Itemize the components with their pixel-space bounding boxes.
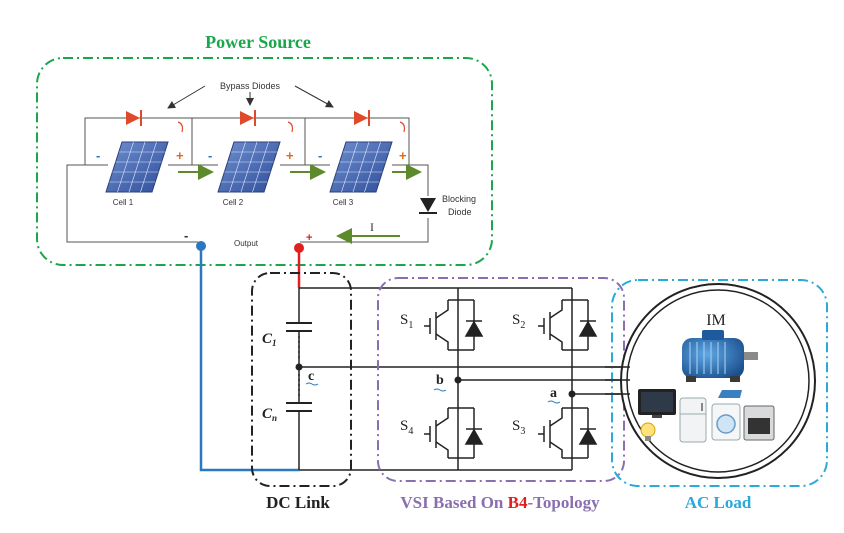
- pv-panel-2: [217, 141, 281, 193]
- cell-1-label: Cell 1: [113, 198, 134, 207]
- bypass-diodes-label: Bypass Diodes: [220, 81, 281, 91]
- capacitor-c1-label: C1: [262, 331, 277, 348]
- cell3-minus: -: [318, 148, 322, 163]
- cell-3-label: Cell 3: [333, 198, 354, 207]
- capacitor-cn: [286, 402, 312, 412]
- ac-load-box: [611, 279, 828, 487]
- cell3-plus: +: [399, 148, 407, 163]
- bypass-diode-1: [126, 110, 184, 133]
- blocking-diode-label-1: Blocking: [442, 194, 476, 204]
- washing-machine-icon: [711, 403, 741, 441]
- tv-icon: [638, 389, 676, 418]
- negative-dc-wire: [199, 246, 300, 472]
- output-plus-sign: +: [306, 232, 312, 244]
- node-b-dot: [454, 376, 462, 384]
- ac-load-title: AC Load: [685, 493, 752, 512]
- cell2-minus: -: [208, 148, 212, 163]
- output-label: Output: [234, 239, 259, 248]
- switch-s4-label: S4: [400, 418, 413, 437]
- motor-label: IM: [706, 312, 726, 329]
- iron-icon: [718, 390, 742, 398]
- switch-s1: [424, 299, 484, 351]
- oven-icon: [743, 405, 775, 441]
- cell2-plus: +: [286, 148, 294, 163]
- node-a-dot: [568, 390, 576, 398]
- node-c-label: c: [308, 369, 314, 384]
- switch-s3-label: S3: [512, 418, 525, 437]
- pv-panel-1: [105, 141, 169, 193]
- node-a-label: a: [550, 386, 557, 401]
- power-source-title: Power Source: [205, 32, 311, 52]
- cell1-plus: +: [176, 148, 184, 163]
- switch-s2-label: S2: [512, 312, 525, 331]
- switch-s2: [538, 299, 598, 351]
- vsi-title: VSI Based On B4-Topology: [400, 493, 600, 512]
- power-source-box: [36, 57, 493, 266]
- cell1-minus: -: [96, 148, 100, 163]
- switch-s1-label: S1: [400, 312, 413, 331]
- capacitor-c1: [286, 322, 312, 332]
- switch-s4: [424, 407, 484, 459]
- pv-panel-3: [329, 141, 393, 193]
- blocking-diode-label-2: Diode: [448, 207, 472, 217]
- dc-bus-wiring: [298, 287, 622, 471]
- bypass-diode-2: [240, 110, 294, 133]
- switch-s3: [538, 407, 598, 459]
- current-label: I: [370, 220, 374, 234]
- positive-terminal: [294, 243, 304, 253]
- dc-link-box: [251, 272, 352, 487]
- node-b-label: b: [436, 373, 444, 388]
- node-c-dot: [295, 363, 303, 371]
- capacitor-cn-label: Cn: [262, 406, 277, 423]
- bypass-diode-3: [354, 110, 406, 133]
- output-minus-sign: -: [184, 228, 188, 243]
- vsi-leg-wiring: [457, 288, 622, 470]
- dc-link-title: DC Link: [266, 493, 330, 512]
- negative-terminal: [196, 241, 206, 251]
- induction-motor-icon: [682, 330, 758, 382]
- blocking-diode: [419, 198, 437, 214]
- vsi-box: [377, 277, 625, 482]
- cell-2-label: Cell 2: [223, 198, 244, 207]
- light-bulb-icon: [640, 422, 656, 441]
- refrigerator-icon: [679, 397, 707, 443]
